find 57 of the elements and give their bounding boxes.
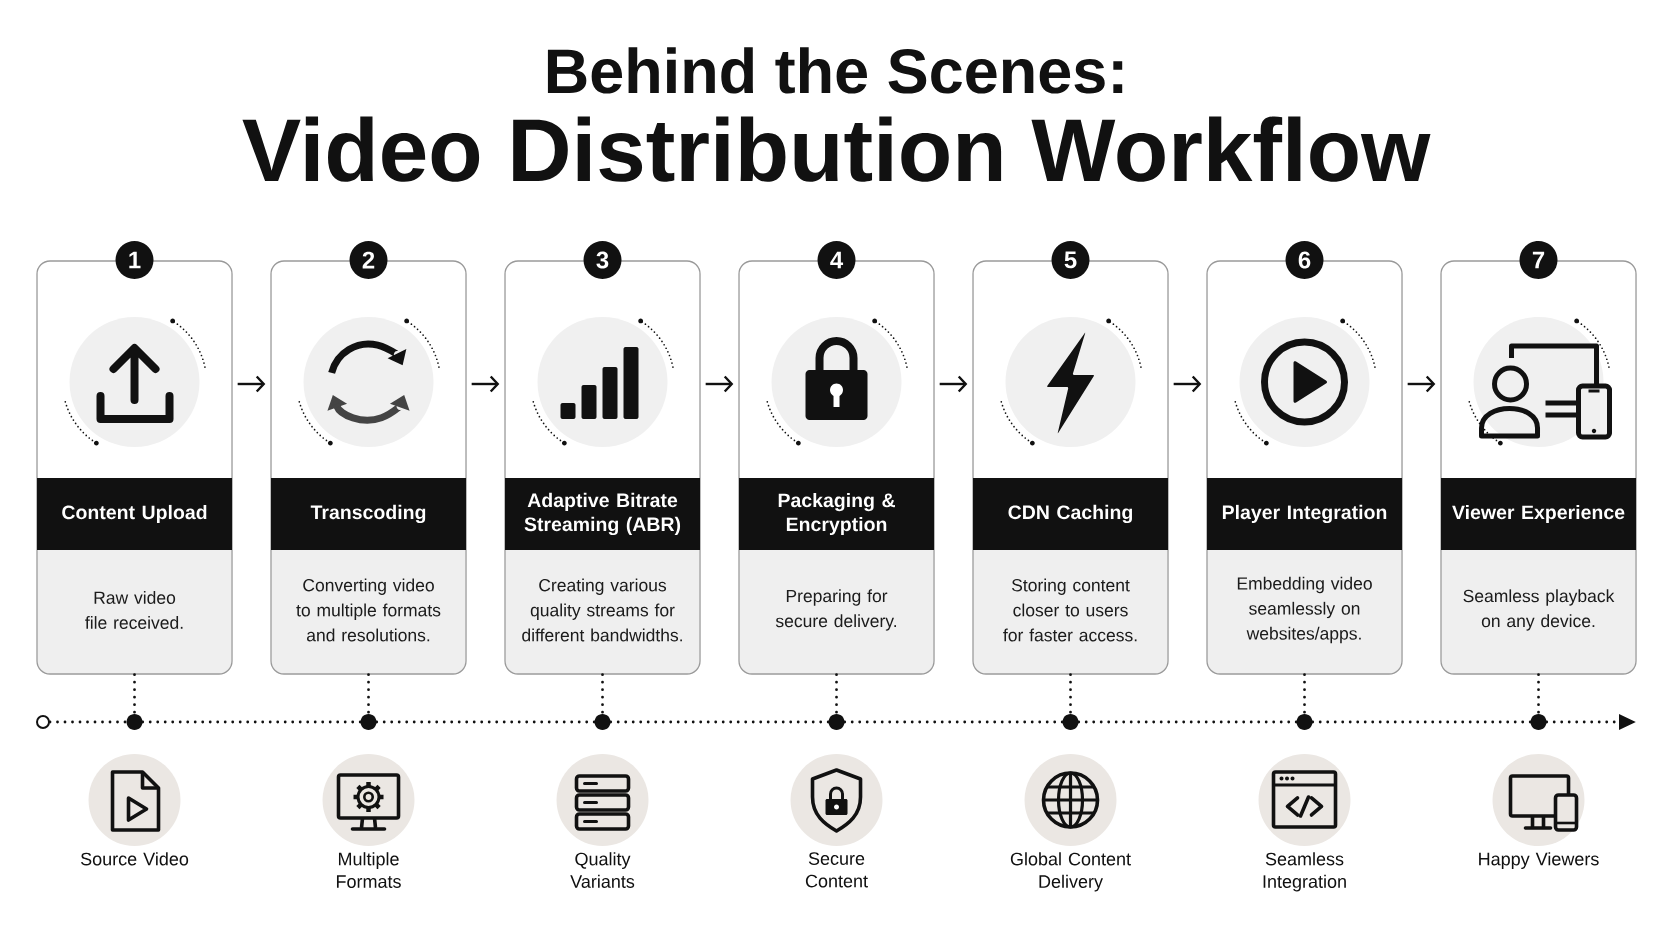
header-band: CDN Caching [973,478,1168,550]
header-band: Adaptive Bitrate Streaming (ABR) [505,478,700,550]
heading: Behind the Scenes: [547,47,1123,94]
number-badge: 3 [583,241,622,279]
title: Video Distribution Workflow [242,116,1431,182]
description-text: Creating various quality streams for different bandwidths. [522,578,682,642]
number-badge: 7 [1519,241,1558,279]
arrow [237,375,266,393]
timeline-dot [1530,714,1547,730]
arrow [705,375,734,393]
icon-caption: Happy Viewers [1479,852,1599,869]
arrow [1407,375,1436,393]
icon-caption: Source Video [80,852,189,866]
arrow [939,375,968,393]
timeline-line [1077,720,1298,724]
timeline-dot [828,714,845,730]
dotted-connector [367,673,370,716]
timeline-dot [360,714,377,730]
timeline-dot [126,714,143,730]
number-badge: 5 [1051,241,1090,279]
icon-caption: Secure Content [805,852,868,888]
timeline-line [843,720,1064,724]
dotted-connector [1303,673,1306,716]
timeline-line [1311,720,1532,724]
header-band: Transcoding [271,478,466,550]
timeline-line [48,720,128,724]
timeline-dot [1062,714,1079,730]
header-band: Viewer Experience [1441,478,1636,550]
dotted-connector [133,673,136,716]
icon-caption: Multiple Formats [337,852,401,888]
description-text: Raw video file received. [85,591,183,629]
timeline-line [375,720,596,724]
number-badge: 6 [1285,241,1324,279]
header-band: Content Upload [37,478,232,550]
icon-caption: Seamless Integration [1263,852,1346,892]
arrow [471,375,500,393]
description-text: Preparing for secure delivery. [775,589,896,631]
timeline-line [609,720,830,724]
timeline-line [141,720,362,724]
timeline-dot [1296,714,1313,730]
description-text: Embedding video seamlessly on websites/apps. [1237,576,1372,644]
dotted-connector [1069,673,1072,716]
number-badge: 2 [349,241,388,279]
icon-caption: Quality Variants [570,852,635,888]
description-text: Storing content closer to users for faster access. [1003,578,1137,642]
description-text: Seamless playback on any device. [1463,589,1615,631]
description-text: Converting video to multiple formats and resolutions. [296,578,441,642]
arrow [1173,375,1202,393]
dotted-connector [601,673,604,716]
number-badge: 4 [817,241,856,279]
dotted-connector [1537,673,1540,716]
dotted-connector [835,673,838,716]
timeline-dot [594,714,611,730]
icon-caption: Global Content Delivery [1010,852,1131,892]
header-band: Player Integration [1207,478,1402,550]
number-badge: 1 [115,241,154,279]
header-band: Packaging & Encryption [739,478,934,550]
